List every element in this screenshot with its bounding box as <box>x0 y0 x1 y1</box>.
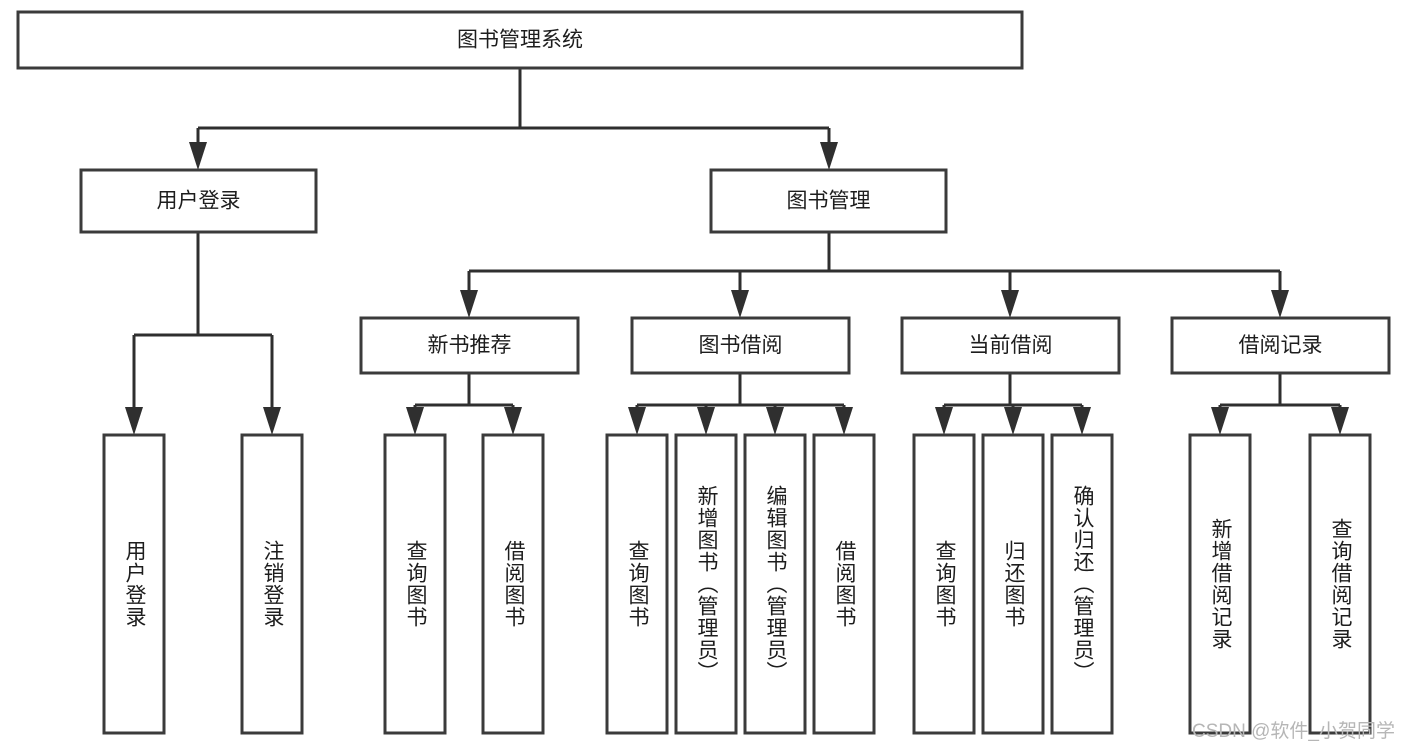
arrow-head-icon <box>1271 290 1289 318</box>
arrow-head-icon <box>697 407 715 435</box>
node-leaf-add-book-box[interactable] <box>674 433 738 735</box>
node-leaf-query-record-box[interactable] <box>1308 433 1372 735</box>
node-leaf-add-record-box[interactable] <box>1188 433 1252 735</box>
node-user-login-label: 用户登录 <box>157 190 241 213</box>
arrow-head-icon <box>835 407 853 435</box>
node-leaf-query-book-3-box[interactable] <box>912 433 976 735</box>
arrow-head-icon <box>125 407 143 435</box>
connectors-layer <box>125 68 1349 435</box>
arrow-head-icon <box>820 142 838 170</box>
arrow-head-icon <box>628 407 646 435</box>
arrow-head-icon <box>1001 290 1019 318</box>
node-current-borrow-label: 当前借阅 <box>969 334 1053 357</box>
arrow-head-icon <box>263 407 281 435</box>
node-leaf-logout-box[interactable] <box>240 433 304 735</box>
arrow-head-icon <box>731 290 749 318</box>
node-leaf-query-book-2-box[interactable] <box>605 433 669 735</box>
node-leaf-user-login-box[interactable] <box>102 433 166 735</box>
node-user-login-box[interactable] <box>79 168 318 234</box>
arrow-head-icon <box>766 407 784 435</box>
node-leaf-borrow-book-1-box[interactable] <box>481 433 545 735</box>
arrow-head-icon <box>1004 407 1022 435</box>
node-root-label: 图书管理系统 <box>457 29 583 52</box>
csdn-watermark: CSDN @软件_小贺同学 <box>1192 721 1395 742</box>
node-borrow-record-box[interactable] <box>1170 316 1391 375</box>
node-new-book-recommend-label: 新书推荐 <box>428 334 512 357</box>
node-book-management-label: 图书管理 <box>787 190 871 213</box>
node-current-borrow-box[interactable] <box>900 316 1121 375</box>
node-book-borrow-label: 图书借阅 <box>699 334 783 357</box>
node-root-box[interactable] <box>16 10 1024 70</box>
node-leaf-return-book-box[interactable] <box>981 433 1045 735</box>
arrow-head-icon <box>189 142 207 170</box>
node-new-book-recommend-box[interactable] <box>359 316 580 375</box>
node-borrow-record-label: 借阅记录 <box>1239 334 1323 357</box>
arrow-head-icon <box>504 407 522 435</box>
arrow-head-icon <box>935 407 953 435</box>
arrow-head-icon <box>1211 407 1229 435</box>
arrow-head-icon <box>406 407 424 435</box>
arrow-head-icon <box>460 290 478 318</box>
node-book-management-box[interactable] <box>709 168 948 234</box>
arrow-head-icon <box>1073 407 1091 435</box>
node-leaf-edit-book-box[interactable] <box>743 433 807 735</box>
node-book-borrow-box[interactable] <box>630 316 851 375</box>
boxes-layer <box>16 10 1391 735</box>
node-leaf-confirm-return-box[interactable] <box>1050 433 1114 735</box>
node-leaf-query-book-1-box[interactable] <box>383 433 447 735</box>
node-leaf-borrow-book-2-box[interactable] <box>812 433 876 735</box>
arrow-head-icon <box>1331 407 1349 435</box>
